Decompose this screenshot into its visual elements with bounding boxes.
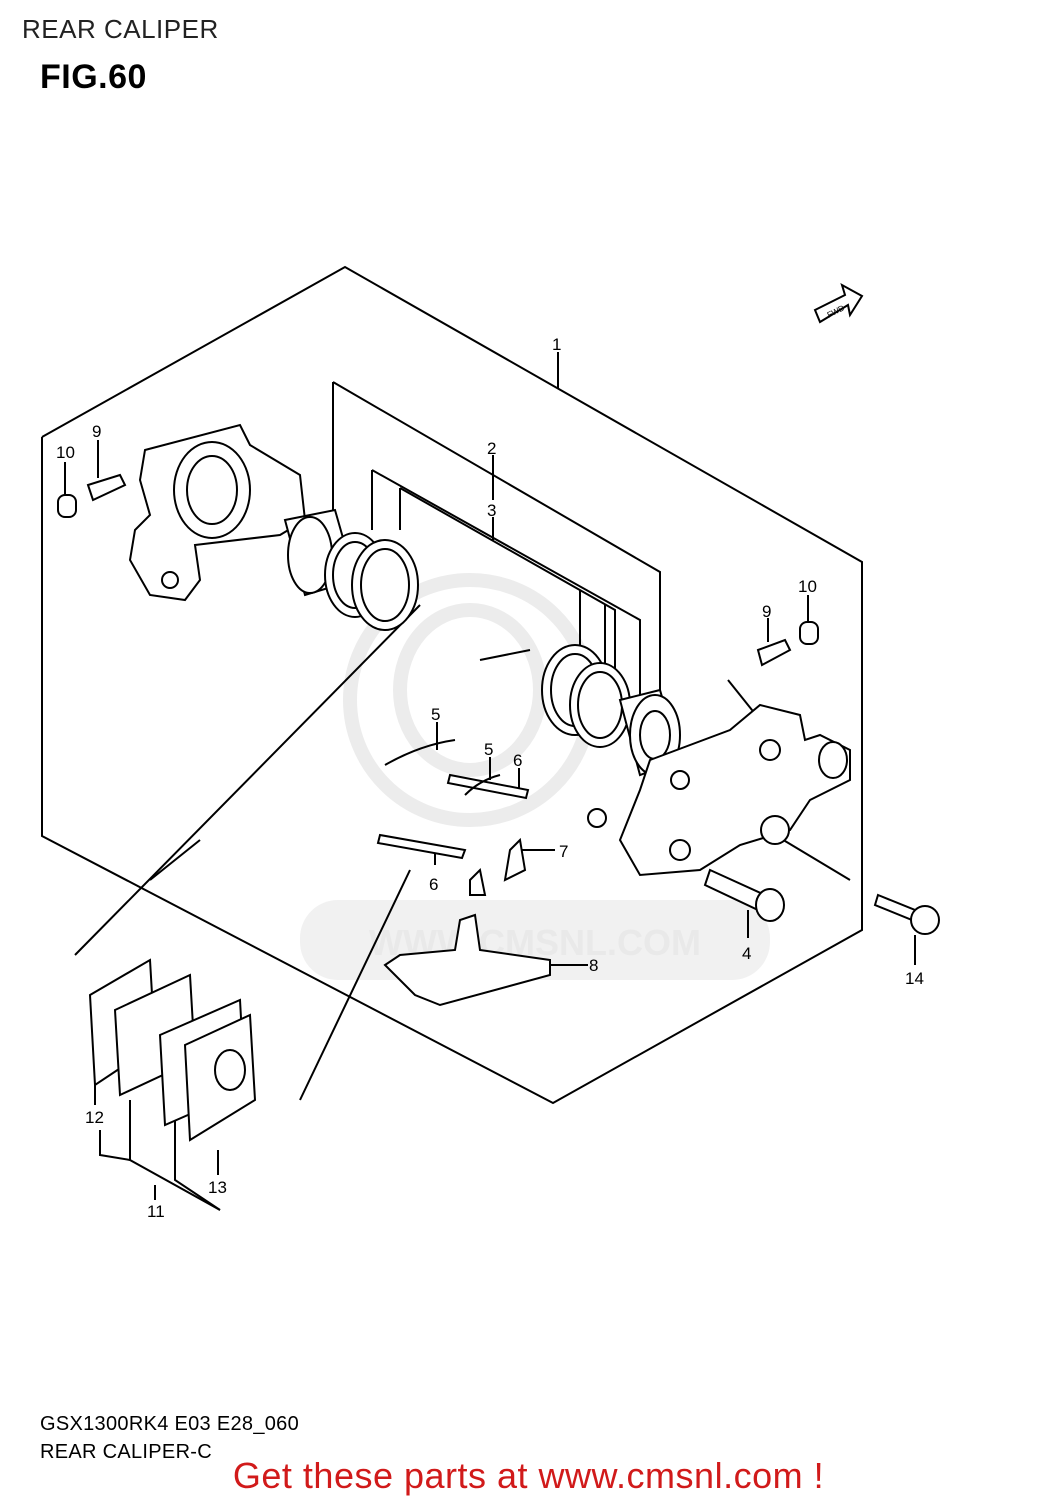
callout-4: 4 <box>742 944 751 963</box>
callout-9b: 9 <box>762 602 771 621</box>
callout-1: 1 <box>552 335 561 354</box>
figure-label: FIG.60 <box>40 58 147 96</box>
bolts <box>703 868 940 935</box>
piston-seals-left <box>283 508 419 631</box>
callout-14: 14 <box>905 969 924 988</box>
parts-link-banner[interactable]: Get these parts at www.cmsnl.com ! <box>232 1455 825 1496</box>
fwd-arrow-icon: FWD <box>813 282 864 324</box>
caliper-housing-right <box>618 703 851 877</box>
callout-9a: 9 <box>92 422 101 441</box>
caliper-housing-left <box>128 423 307 602</box>
brake-pads <box>88 958 257 1142</box>
callout-6a: 6 <box>513 751 522 770</box>
callout-3: 3 <box>487 501 496 520</box>
callout-labels: 1 2 3 4 5 5 6 6 7 8 9 9 10 10 11 12 13 1… <box>56 335 924 1221</box>
callout-2: 2 <box>487 439 496 458</box>
callout-7: 7 <box>559 842 568 861</box>
callout-13: 13 <box>208 1178 227 1197</box>
callout-10a: 10 <box>56 443 75 462</box>
callout-8: 8 <box>589 956 598 975</box>
callout-6b: 6 <box>429 875 438 894</box>
model-code: GSX1300RK4 E03 E28_060 <box>40 1413 300 1435</box>
diagram-name: REAR CALIPER-C <box>40 1441 213 1463</box>
pins-and-springs <box>376 739 530 896</box>
callout-10b: 10 <box>798 577 817 596</box>
page-header: REAR CALIPER <box>22 14 219 44</box>
pad-spring <box>383 913 551 1007</box>
callout-11: 11 <box>147 1202 165 1221</box>
callout-12: 12 <box>85 1108 104 1127</box>
callout-5b: 5 <box>484 740 493 759</box>
callout-5a: 5 <box>431 705 440 724</box>
bleeder-parts <box>57 473 819 667</box>
